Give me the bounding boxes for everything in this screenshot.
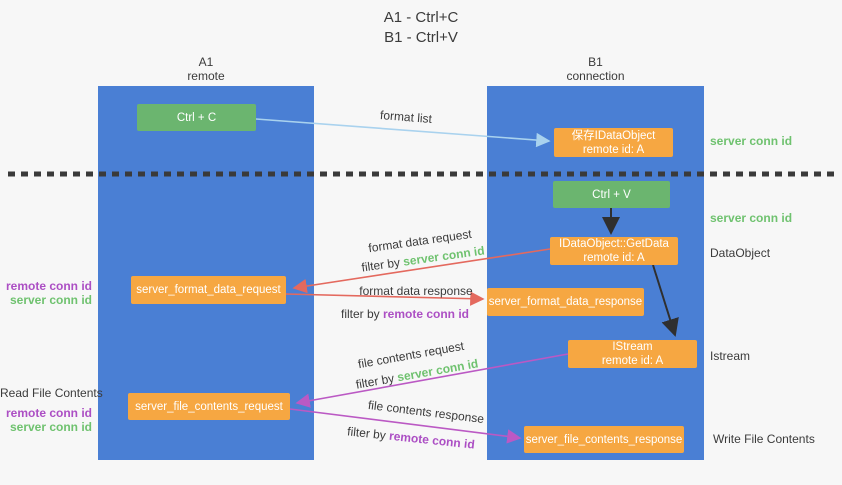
dataobject-annotation: DataObject <box>710 246 771 260</box>
filter-by-text: filter by <box>360 254 405 275</box>
ctrl-c-node[interactable]: Ctrl + C <box>137 104 256 131</box>
ctrl-v-node[interactable]: Ctrl + V <box>553 181 670 208</box>
lane-b1-role: connection <box>566 69 625 83</box>
remote-conn-id-text: remote conn id <box>388 428 476 452</box>
diagram-title: A1 - Ctrl+C B1 - Ctrl+V <box>0 8 842 48</box>
format-data-response-filter-label: filter by remote conn id <box>341 307 469 321</box>
lane-header-a1: A1 remote <box>98 55 314 83</box>
title-line-2: B1 - Ctrl+V <box>384 29 458 46</box>
format-response-label: server_format_data_response <box>488 296 643 308</box>
lane-a1-name: A1 <box>198 55 214 69</box>
istream-line2: remote id: A <box>601 355 664 367</box>
filter-by-text: filter by <box>354 370 399 392</box>
lane-header-b1: B1 connection <box>487 55 704 83</box>
remote-conn-id-annotation-left-bottom: remote conn id <box>5 406 92 420</box>
save-dataobject-line2: remote id: A <box>582 143 645 156</box>
save-dataobject-line1: 保存IDataObject <box>571 129 656 142</box>
write-file-contents-annotation: Write File Contents <box>713 432 815 446</box>
ctrl-v-label: Ctrl + V <box>592 188 631 201</box>
server-conn-id-annotation-left-bottom: server conn id <box>9 420 92 434</box>
file-contents-response-filter-label: filter by remote conn id <box>347 424 476 451</box>
remote-conn-id-annotation-left-top: remote conn id <box>5 279 92 293</box>
idataobject-getdata-node[interactable]: IDataObject::GetData remote id: A <box>550 237 678 265</box>
server-conn-id-annotation-top: server conn id <box>710 134 793 148</box>
server-format-data-response-node[interactable]: server_format_data_response <box>487 288 644 316</box>
format-data-response-label: format data response <box>359 284 473 298</box>
lane-a1-role: remote <box>187 69 225 83</box>
ctrl-c-label: Ctrl + C <box>176 111 217 124</box>
server-conn-id-annotation-left-top: server conn id <box>9 293 92 307</box>
read-file-contents-annotation: Read File Contents <box>0 386 103 400</box>
save-dataobject-node[interactable]: 保存IDataObject remote id: A <box>554 128 673 157</box>
format-request-label: server_format_data_request <box>136 284 281 296</box>
filter-by-text: filter by <box>346 424 390 443</box>
lane-b1-name: B1 <box>588 55 603 69</box>
istream-line1: IStream <box>612 341 653 353</box>
remote-conn-id-text: remote conn id <box>383 307 470 321</box>
file-contents-response-label: file contents response <box>367 397 485 427</box>
server-conn-id-annotation-mid: server conn id <box>710 211 793 225</box>
format-list-label: format list <box>379 107 433 127</box>
file-request-label: server_file_contents_request <box>135 400 283 413</box>
getdata-line1: IDataObject::GetData <box>559 238 669 250</box>
server-format-data-request-node[interactable]: server_format_data_request <box>131 276 286 304</box>
getdata-line2: remote id: A <box>583 252 645 264</box>
file-response-label: server_file_contents_response <box>525 433 683 446</box>
filter-by-text: filter by <box>340 307 383 321</box>
server-file-contents-request-node[interactable]: server_file_contents_request <box>128 393 290 420</box>
server-file-contents-response-node[interactable]: server_file_contents_response <box>524 426 684 453</box>
title-line-1: A1 - Ctrl+C <box>383 9 459 26</box>
istream-node[interactable]: IStream remote id: A <box>568 340 697 368</box>
istream-annotation: Istream <box>710 349 751 363</box>
